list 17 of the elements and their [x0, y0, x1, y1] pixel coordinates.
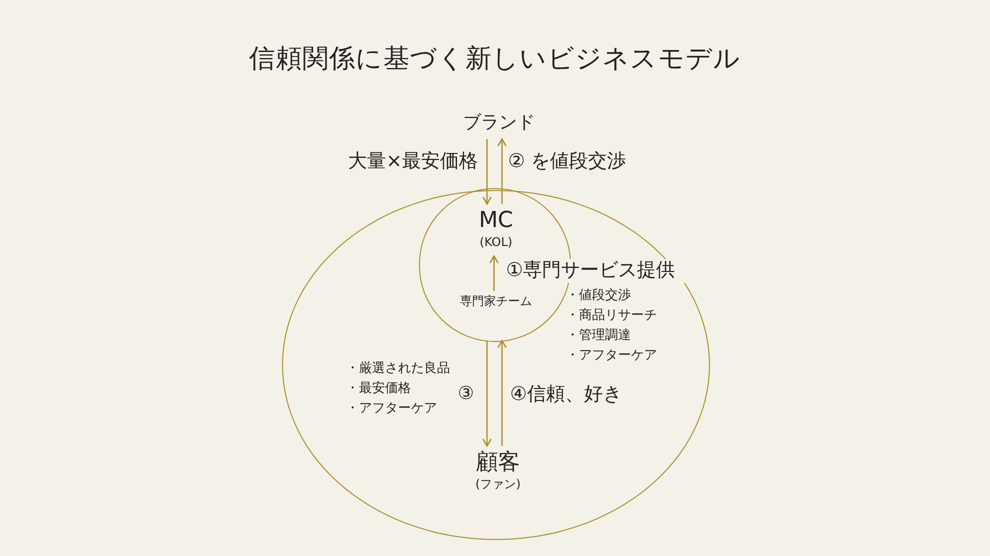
arrow — [489, 255, 499, 291]
bullet-item: ・アフターケア — [346, 401, 437, 418]
arrow — [497, 138, 507, 204]
node-label: ブランド — [454, 112, 544, 136]
arrow — [482, 340, 492, 447]
diagram-title: 信頼関係に基づく新しいビジネスモデル — [248, 43, 742, 76]
bullet-item: ・厳選された良品 — [346, 361, 450, 378]
node-label: MC (KOL) — [446, 207, 546, 253]
bullet-item: ・管理調達 — [566, 328, 631, 344]
bullet-item: ・商品リサーチ — [566, 308, 657, 324]
bullet-item: ・値段交渉 — [566, 288, 631, 304]
arrow — [497, 340, 507, 446]
node-label: 専門家チーム — [436, 294, 556, 314]
bullet-item: ・最安価格 — [346, 381, 411, 398]
bullet-item: ・アフターケア — [566, 348, 657, 364]
arrow — [482, 139, 492, 205]
node-label: 顧客 (ファン) — [448, 449, 548, 493]
